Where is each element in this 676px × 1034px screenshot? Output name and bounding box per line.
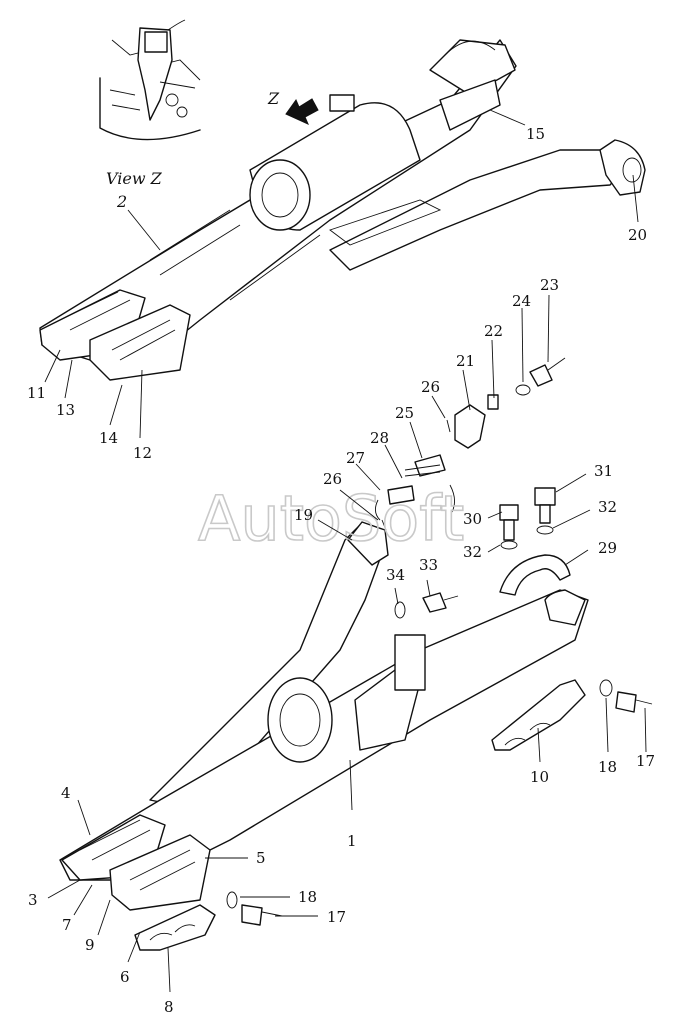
callout-29: 29	[598, 539, 617, 557]
callout-34: 34	[386, 566, 405, 584]
callout-19: 19	[294, 506, 313, 524]
callout-21: 21	[456, 352, 475, 370]
callout-11: 11	[27, 384, 46, 402]
leader-lines	[44, 109, 647, 993]
callout-8: 8	[164, 998, 174, 1016]
callout-24: 24	[512, 292, 531, 310]
callout-9: 9	[85, 936, 95, 954]
callout-6: 6	[120, 968, 130, 986]
callout-4: 4	[61, 784, 71, 802]
callout-7: 7	[62, 916, 72, 934]
callout-27: 27	[346, 449, 365, 467]
callout-18b: 18	[598, 758, 617, 776]
callout-26a: 26	[421, 378, 440, 396]
callout-17b: 17	[636, 752, 655, 770]
callout-25: 25	[395, 404, 414, 422]
callout-20: 20	[628, 226, 647, 244]
callout-3: 3	[28, 891, 38, 909]
callout-15: 15	[526, 125, 545, 143]
view-z-label: View Z	[106, 169, 163, 188]
callout-5: 5	[256, 849, 266, 867]
callout-12: 12	[133, 444, 152, 462]
lower-frame-assembly	[59, 521, 653, 951]
part-21-clamp	[454, 404, 486, 449]
callout-14: 14	[99, 429, 118, 447]
callout-10: 10	[530, 768, 549, 786]
exploded-small-parts	[375, 357, 571, 619]
callout-2: 2	[116, 192, 127, 211]
callout-32a: 32	[598, 498, 617, 516]
callout-23: 23	[540, 276, 559, 294]
callout-22: 22	[484, 322, 503, 340]
callout-18a: 18	[298, 888, 317, 906]
upper-callouts: View Z Z 2 15 20 11 13 14 12	[27, 89, 647, 462]
callout-30: 30	[463, 510, 482, 528]
z-arrow	[285, 98, 319, 125]
view-z-inset	[99, 19, 201, 141]
callout-33: 33	[419, 556, 438, 574]
watermark: AutoSoft	[198, 482, 464, 555]
callout-28: 28	[370, 429, 389, 447]
lower-callouts: 21 22 23 24 25 26 26 27 28 19 31 32 30 3…	[28, 276, 655, 1016]
callout-17a: 17	[327, 908, 346, 926]
callout-31: 31	[594, 462, 613, 480]
upper-frame-assembly	[39, 39, 646, 381]
callout-13: 13	[56, 401, 75, 419]
callout-32b: 32	[463, 543, 482, 561]
callout-26b: 26	[323, 470, 342, 488]
z-marker-label: Z	[267, 89, 280, 108]
callout-1: 1	[347, 832, 357, 850]
